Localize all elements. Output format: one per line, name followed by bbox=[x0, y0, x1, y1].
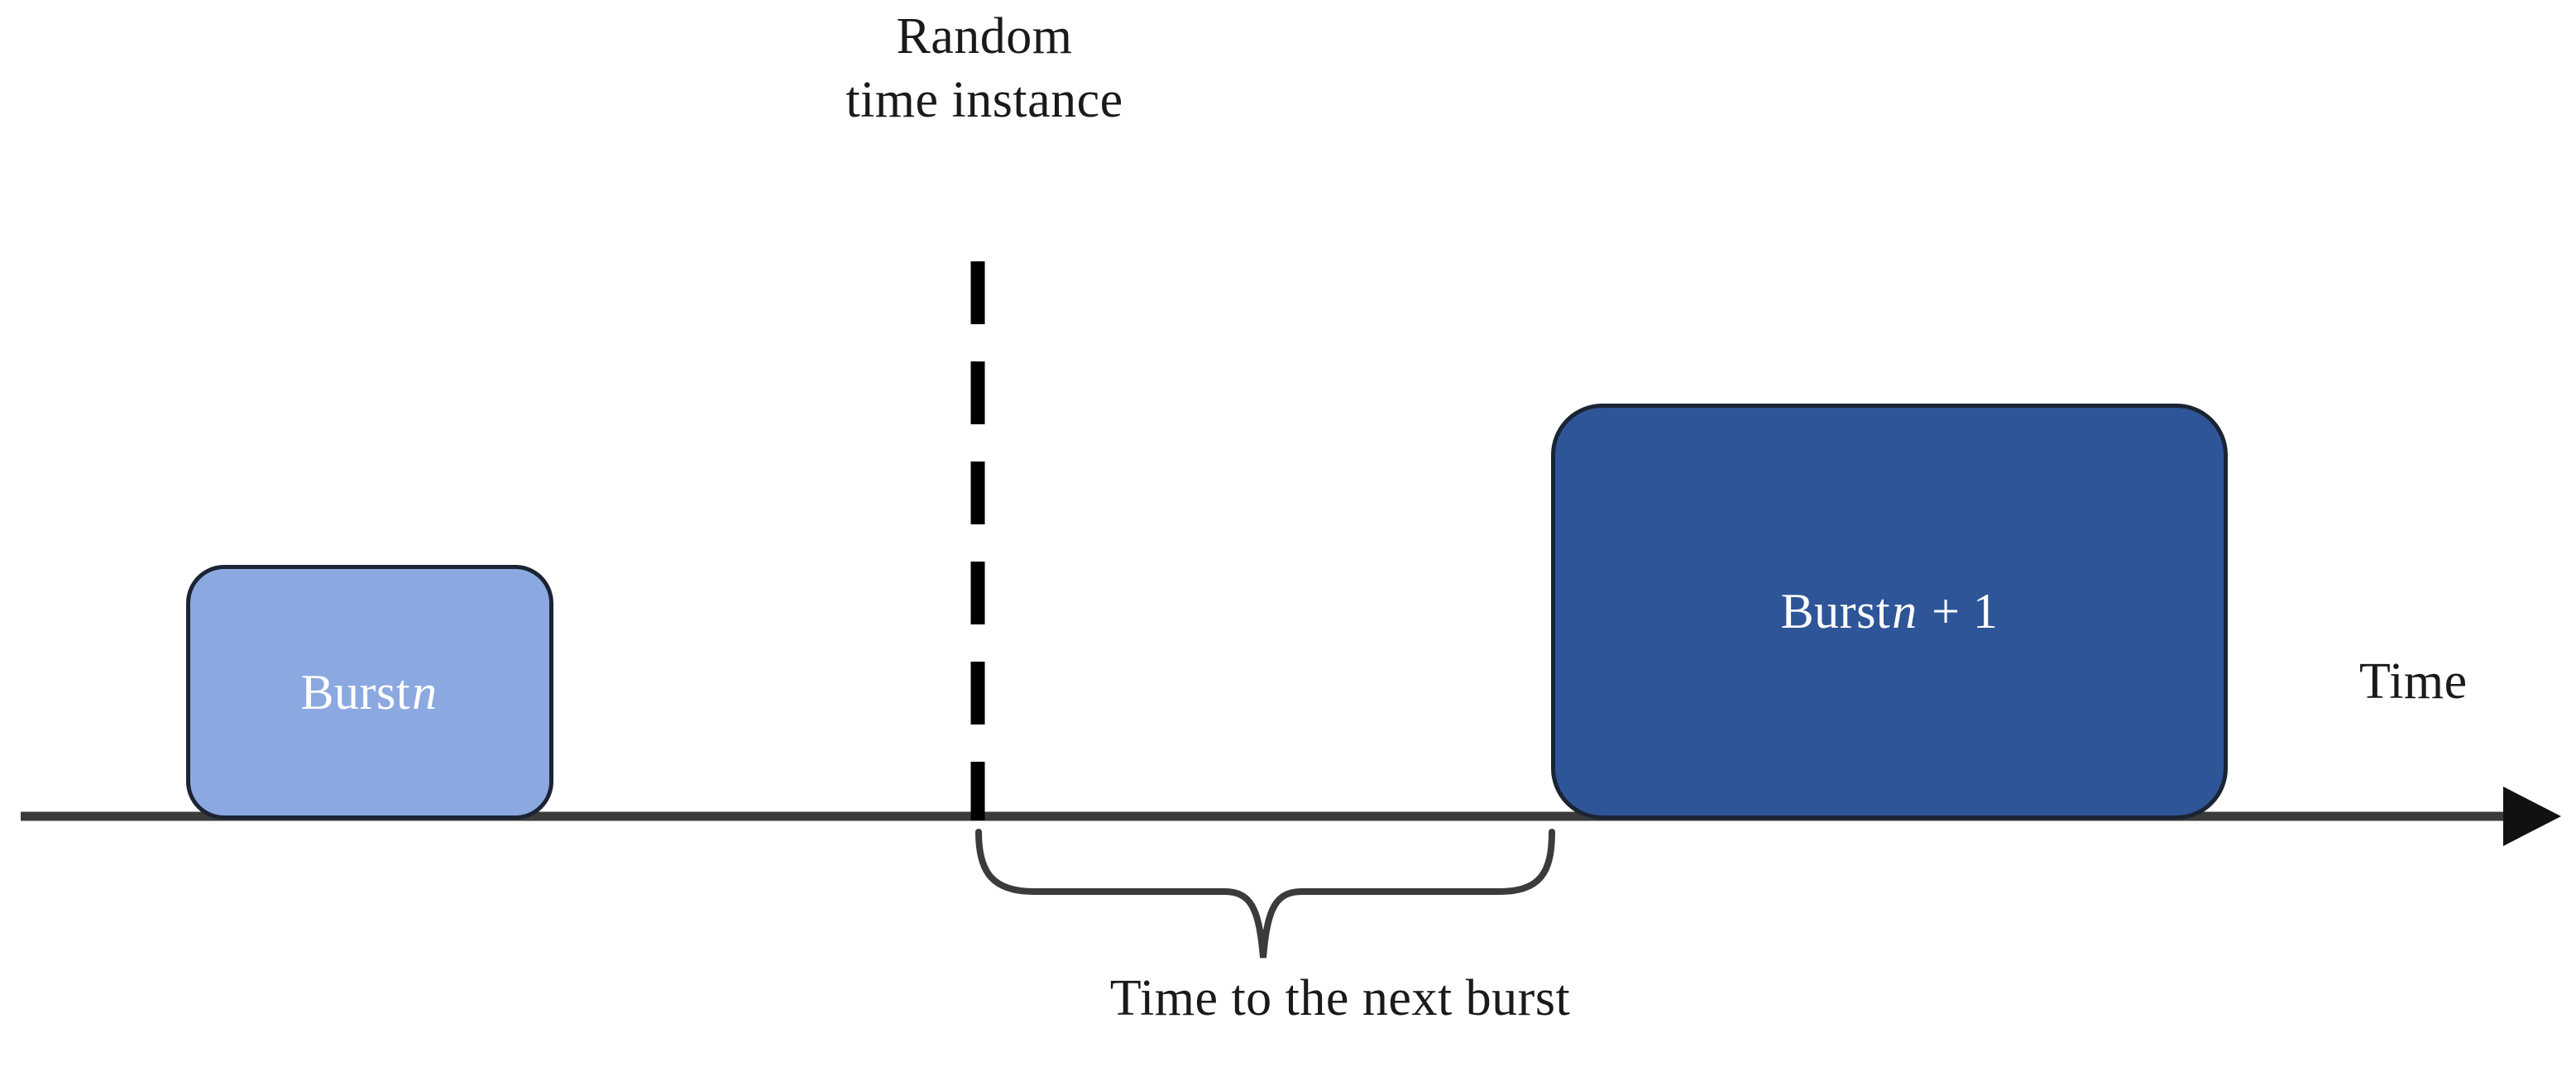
random-time-instance-label-line-2: time instance bbox=[845, 72, 1123, 129]
burst-n-label: Burstn bbox=[300, 664, 438, 721]
random-time-instance-label: Random time instance bbox=[0, 5, 1969, 132]
burst-n-plus-1-label: Burstn + 1 bbox=[1781, 583, 1999, 640]
burst-n-plus-1-suffix: + 1 bbox=[1918, 584, 1999, 638]
burst-n-box: Burstn bbox=[186, 565, 553, 820]
time-axis-arrowhead bbox=[2503, 787, 2561, 846]
burst-n-plus-1-box: Burstn + 1 bbox=[1551, 404, 2228, 820]
burst-n-plus-1-symbol: n bbox=[1892, 584, 1918, 638]
interval-brace bbox=[975, 829, 1555, 959]
time-axis-label: Time bbox=[2359, 653, 2468, 710]
burst-n-plus-1-prefix: Burst bbox=[1780, 584, 1891, 638]
burst-n-symbol: n bbox=[412, 664, 438, 720]
random-time-instance-label-line-1: Random bbox=[896, 8, 1073, 65]
burst-n-prefix: Burst bbox=[300, 664, 411, 720]
interval-brace-caption: Time to the next burst bbox=[1109, 970, 1571, 1026]
